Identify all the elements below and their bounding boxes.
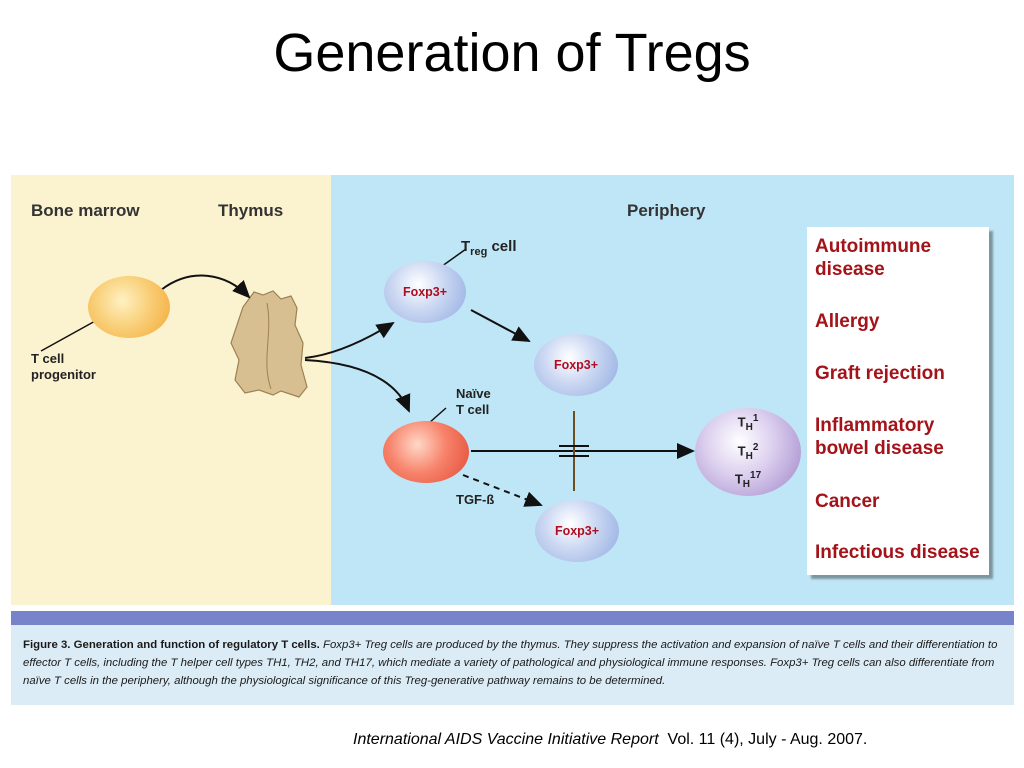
naive-pointer bbox=[428, 407, 447, 424]
caption-bar bbox=[11, 611, 1014, 625]
slide-title: Generation of Tregs bbox=[273, 23, 751, 83]
disease-cancer: Cancer bbox=[815, 491, 880, 512]
t-cell-progenitor bbox=[88, 276, 170, 338]
progenitor-label: T cell progenitor bbox=[31, 351, 96, 382]
arrow-thymus-to-naive bbox=[304, 359, 411, 413]
bone-marrow-label: Bone marrow bbox=[31, 201, 140, 220]
disease-graft-rejection: Graft rejection bbox=[815, 363, 945, 384]
figure-caption: Figure 3. Generation and function of reg… bbox=[23, 639, 998, 687]
arrow-thymus-to-treg bbox=[304, 321, 395, 359]
th-cell: TH1 TH2 TH17 bbox=[695, 408, 801, 496]
caption-box bbox=[11, 625, 1014, 705]
citation: International AIDS Vaccine Initiative Re… bbox=[353, 731, 868, 748]
foxp3-cell-bottom: Foxp3+ bbox=[535, 500, 619, 562]
treg-label: Treg cell bbox=[461, 238, 517, 259]
th2-label: TH2 bbox=[737, 441, 759, 462]
arrow-treg-to-foxp3 bbox=[470, 309, 531, 342]
arrow-tgf-dashed bbox=[462, 474, 543, 507]
thymus-label: Thymus bbox=[218, 201, 284, 220]
periphery-label: Periphery bbox=[627, 201, 706, 220]
th1-label: TH1 bbox=[737, 412, 759, 433]
arrow-progenitor-to-thymus bbox=[160, 274, 251, 299]
treg-cell: Foxp3+ bbox=[384, 261, 466, 323]
thymus-shape bbox=[230, 290, 308, 398]
diagram-arrows bbox=[40, 248, 695, 507]
progenitor-pointer bbox=[40, 319, 98, 352]
th17-label: TH17 bbox=[734, 470, 762, 491]
disease-infectious: Infectious disease bbox=[815, 542, 980, 563]
foxp3-cell-middle: Foxp3+ bbox=[534, 334, 618, 396]
tgf-beta-label: TGF-ß bbox=[456, 492, 495, 507]
disease-allergy: Allergy bbox=[815, 311, 880, 332]
treg-figure: Bone marrow Thymus Periphery bbox=[11, 175, 1014, 705]
naive-t-cell bbox=[383, 421, 469, 483]
naive-label: Naïve T cell bbox=[456, 386, 491, 417]
